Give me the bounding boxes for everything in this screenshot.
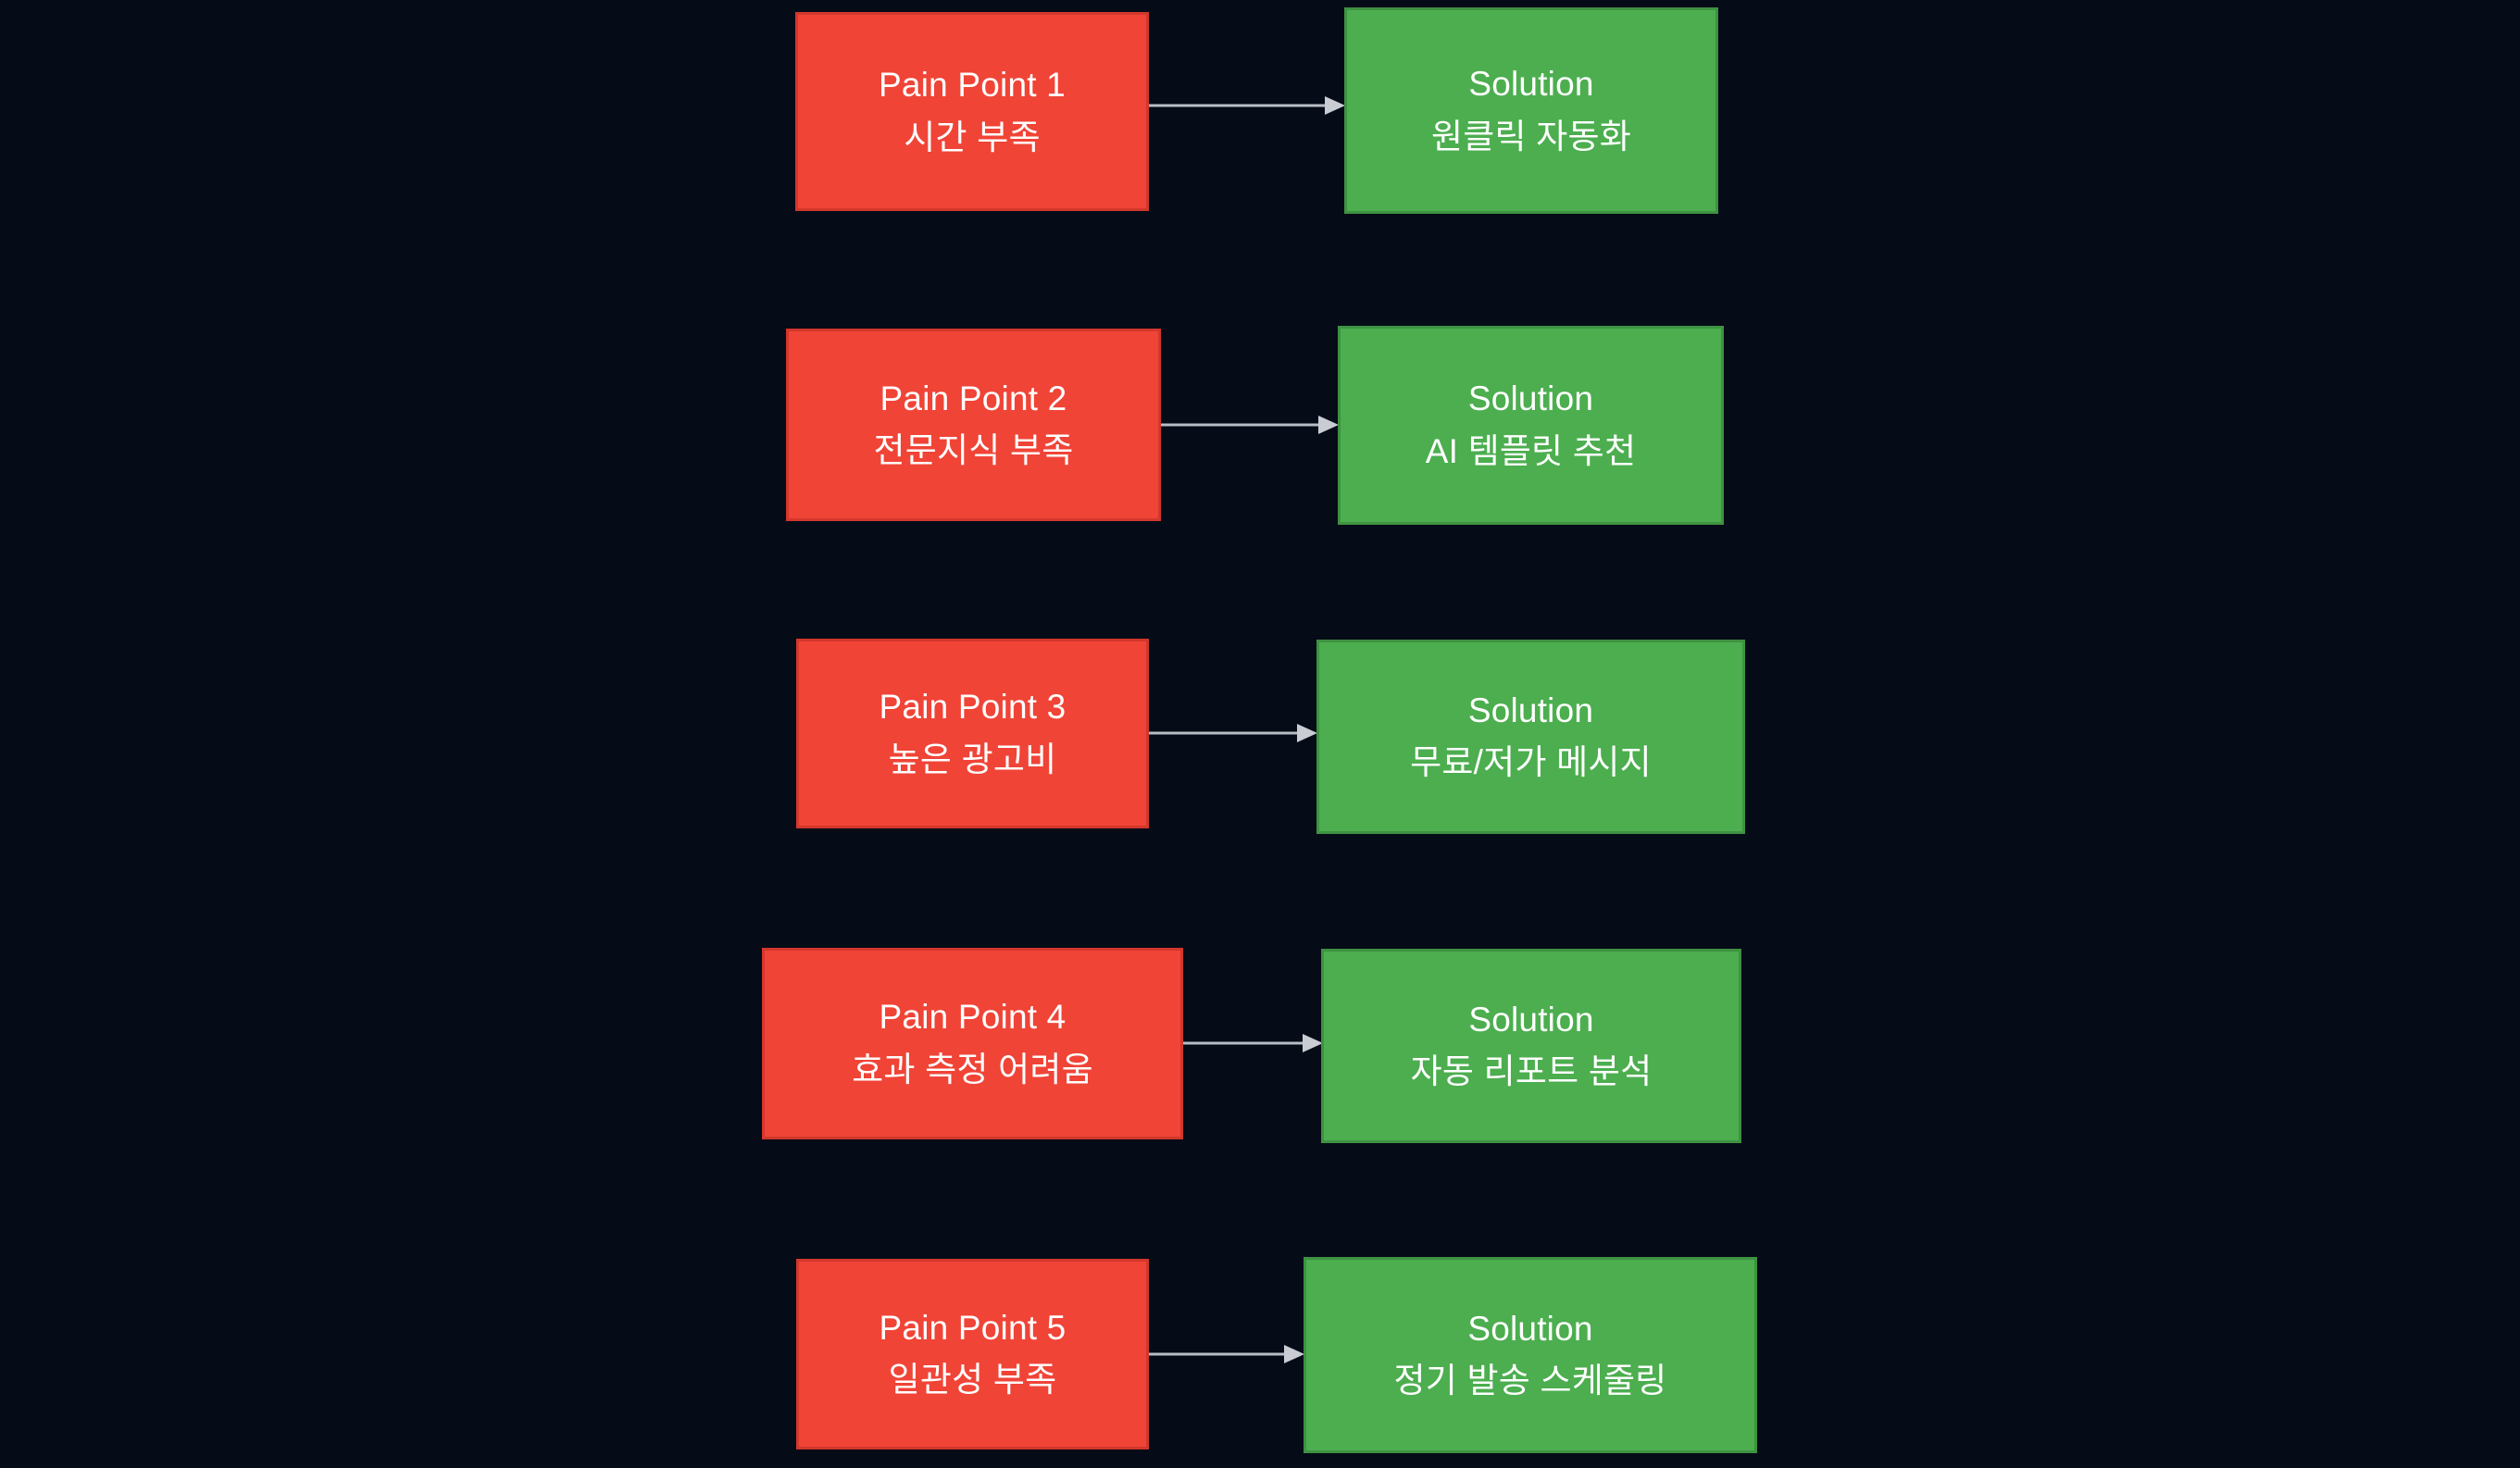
solution-desc-1: 원클릭 자동화 [1431,117,1631,156]
pain-point-desc-2: 전문지식 부족 [873,431,1074,469]
pain-point-title-1: Pain Point 1 [879,66,1066,105]
pain-point-desc-1: 시간 부족 [904,118,1041,156]
solution-title-2: Solution [1467,379,1594,418]
solution-title-3: Solution [1467,690,1594,729]
pain-point-title-2: Pain Point 2 [880,379,1067,417]
edge-pain-to-solution-1 [1149,93,1345,118]
pain-point-desc-4: 효과 측정 어려움 [852,1050,1093,1089]
solution-desc-5: 정기 발송 스케줄링 [1393,1362,1667,1400]
solution-node-2[interactable]: Solution AI 템플릿 추천 [1338,326,1724,525]
solution-title-4: Solution [1468,1000,1594,1039]
pain-point-node-3[interactable]: Pain Point 3 높은 광고비 [796,639,1149,828]
solution-node-5[interactable]: Solution 정기 발송 스케줄링 [1304,1257,1757,1453]
pain-point-title-4: Pain Point 4 [879,998,1067,1037]
pain-point-node-2[interactable]: Pain Point 2 전문지식 부족 [786,329,1161,521]
solution-title-5: Solution [1467,1309,1593,1348]
pain-point-node-5[interactable]: Pain Point 5 일관성 부족 [796,1259,1149,1449]
edge-pain-to-solution-3 [1149,720,1317,746]
solution-node-1[interactable]: Solution 원클릭 자동화 [1344,7,1718,214]
edge-pain-to-solution-2 [1161,412,1339,438]
pain-point-node-1[interactable]: Pain Point 1 시간 부족 [795,12,1149,211]
pain-point-title-3: Pain Point 3 [879,688,1067,727]
solution-node-4[interactable]: Solution 자동 리포트 분석 [1321,949,1741,1143]
pain-point-desc-3: 높은 광고비 [888,740,1057,778]
edge-pain-to-solution-4 [1183,1030,1323,1056]
solution-title-1: Solution [1468,65,1594,104]
edge-pain-to-solution-5 [1149,1341,1304,1367]
pain-point-node-4[interactable]: Pain Point 4 효과 측정 어려움 [762,948,1183,1139]
solution-node-3[interactable]: Solution 무료/저가 메시지 [1316,640,1745,834]
pain-point-title-5: Pain Point 5 [879,1308,1067,1347]
pain-point-desc-5: 일관성 부족 [888,1361,1057,1399]
solution-desc-4: 자동 리포트 분석 [1410,1052,1653,1090]
solution-desc-3: 무료/저가 메시지 [1410,743,1652,781]
solution-desc-2: AI 템플릿 추천 [1425,431,1637,470]
